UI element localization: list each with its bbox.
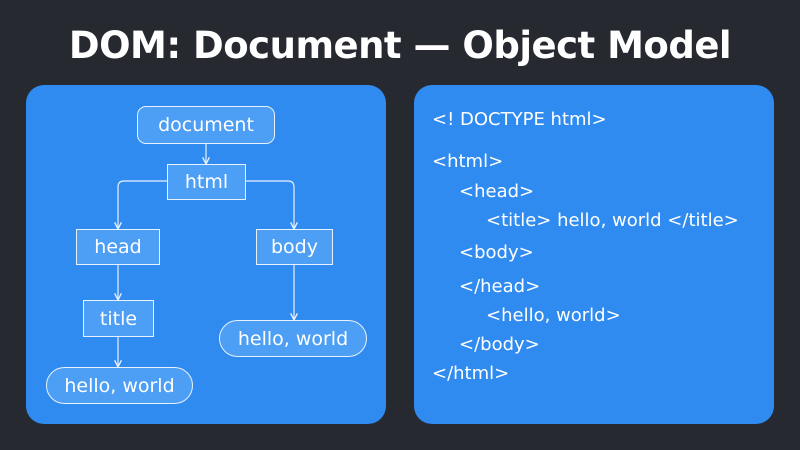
node-body: body (256, 229, 333, 265)
code-line: </html> (432, 363, 510, 384)
code-line: <body> (459, 242, 534, 263)
code-line: </body> (459, 334, 540, 355)
code-line: </head> (459, 276, 541, 297)
node-title: title (83, 300, 154, 337)
html-code-panel (414, 85, 774, 424)
code-line: <head> (459, 181, 535, 202)
code-line: <html> (432, 151, 504, 172)
node-title-text: hello, world (46, 367, 193, 404)
node-html: html (167, 164, 246, 200)
code-doctype: <! DOCTYPE html> (432, 109, 607, 130)
code-line: <hello, world> (486, 305, 621, 326)
slide-title: DOM: Document — Object Model (68, 24, 732, 67)
node-body-text: hello, world (219, 320, 367, 357)
node-document: document (137, 106, 275, 144)
node-head: head (76, 229, 160, 265)
code-line: <title> hello, world </title> (486, 210, 739, 231)
